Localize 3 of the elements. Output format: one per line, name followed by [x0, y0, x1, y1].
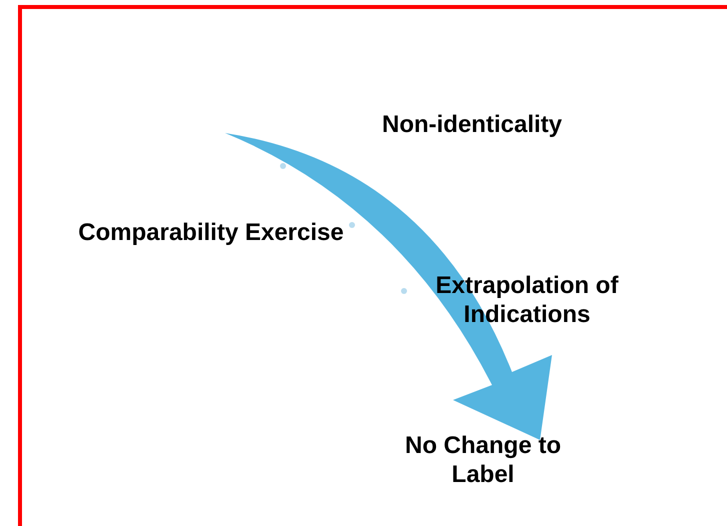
step-label: Non-identicality: [380, 110, 563, 139]
step-label: Comparability Exercise: [77, 218, 345, 247]
step-label: No Change to Label: [404, 431, 562, 489]
